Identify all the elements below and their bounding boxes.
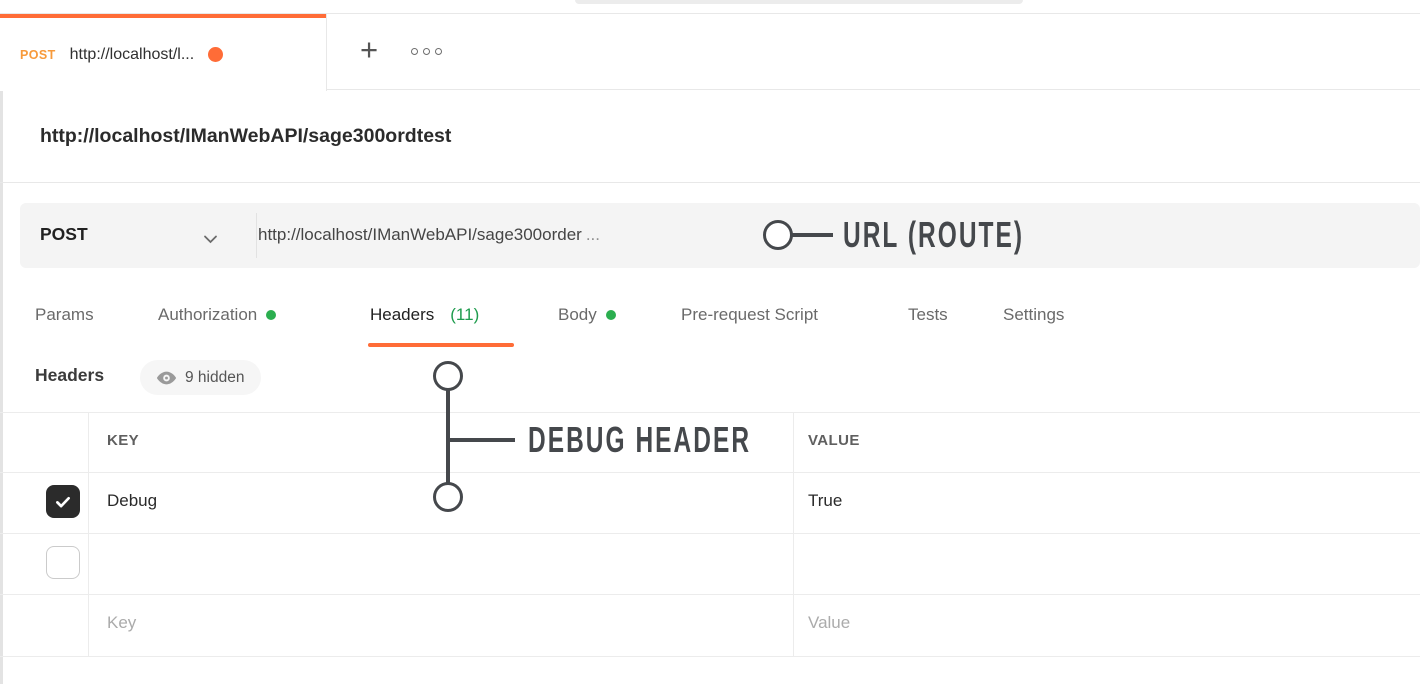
tab-pre-request-script[interactable]: Pre-request Script: [681, 305, 818, 324]
authorization-status-dot: [266, 310, 277, 320]
table-column-border: [793, 412, 794, 656]
plus-icon: +: [359, 32, 379, 67]
table-column-border: [88, 412, 89, 656]
header-value-cell[interactable]: True: [808, 491, 843, 510]
method-label: POST: [40, 224, 88, 244]
top-edge-decoration: [575, 0, 1023, 4]
title-divider: [0, 182, 1420, 183]
unsaved-changes-dot: [208, 47, 224, 62]
chevron-down-icon: [203, 231, 218, 249]
url-annotation-label: URL (ROUTE): [843, 214, 1025, 255]
add-tab-button[interactable]: +: [349, 28, 389, 72]
header-row-checkbox-checked[interactable]: [46, 485, 80, 518]
debug-annotation-circle-top: [433, 361, 463, 391]
hidden-headers-toggle[interactable]: 9 hidden: [140, 360, 262, 395]
active-tab-accent: [0, 14, 326, 18]
tab-strip: +: [327, 14, 1420, 90]
table-border: [0, 533, 1420, 534]
table-border: [0, 472, 1420, 473]
table-border: [0, 656, 1420, 657]
tab-tests[interactable]: Tests: [908, 305, 948, 324]
header-key-cell[interactable]: Debug: [107, 491, 158, 510]
table-border: [0, 594, 1420, 595]
url-annotation-circle: [763, 220, 793, 250]
headers-count: (11): [450, 305, 480, 324]
url-ellipsis: ...: [585, 225, 600, 244]
checkmark-icon: [56, 496, 70, 507]
tab-params[interactable]: Params: [35, 305, 94, 324]
method-dropdown[interactable]: POST: [20, 203, 256, 268]
url-annotation-line: [791, 233, 833, 237]
tab-headers[interactable]: Headers(11): [370, 305, 480, 324]
tab-body[interactable]: Body: [558, 305, 616, 325]
three-dots-icon: [411, 47, 442, 55]
left-edge-border: [0, 14, 3, 684]
header-row-checkbox-unchecked[interactable]: [46, 546, 80, 579]
tab-options-button[interactable]: [411, 40, 442, 62]
tab-settings[interactable]: Settings: [1003, 305, 1065, 324]
url-value: http://localhost/IManWebAPI/sage300order: [258, 225, 582, 244]
request-title: http://localhost/IManWebAPI/sage300ordte…: [40, 125, 452, 147]
debug-annotation-tick: [449, 438, 515, 442]
body-status-dot: [605, 310, 616, 320]
request-url-bar: POST http://localhost/IManWebAPI/sage300…: [20, 203, 1420, 268]
debug-annotation-label: DEBUG HEADER: [528, 419, 752, 460]
tab-authorization[interactable]: Authorization: [158, 305, 277, 325]
active-tab-underline: [368, 343, 514, 347]
new-value-input[interactable]: Value: [808, 613, 851, 632]
table-border: [0, 412, 1420, 413]
tab-method-badge: POST: [20, 47, 56, 62]
value-column-header: VALUE: [808, 432, 860, 449]
tabstrip-top-border: [0, 13, 1420, 14]
url-bar-divider: [256, 213, 257, 258]
hidden-headers-label: 9 hidden: [185, 368, 245, 386]
debug-annotation-line: [446, 376, 450, 497]
key-column-header: KEY: [107, 432, 140, 449]
eye-icon: [157, 371, 176, 384]
request-tab[interactable]: POST http://localhost/l...: [0, 14, 327, 91]
tab-title: http://localhost/l...: [69, 45, 195, 63]
headers-section-title: Headers: [35, 365, 105, 385]
new-key-input[interactable]: Key: [107, 613, 137, 632]
url-input[interactable]: http://localhost/IManWebAPI/sage300order…: [258, 225, 600, 245]
debug-annotation-circle-bottom: [433, 482, 463, 512]
